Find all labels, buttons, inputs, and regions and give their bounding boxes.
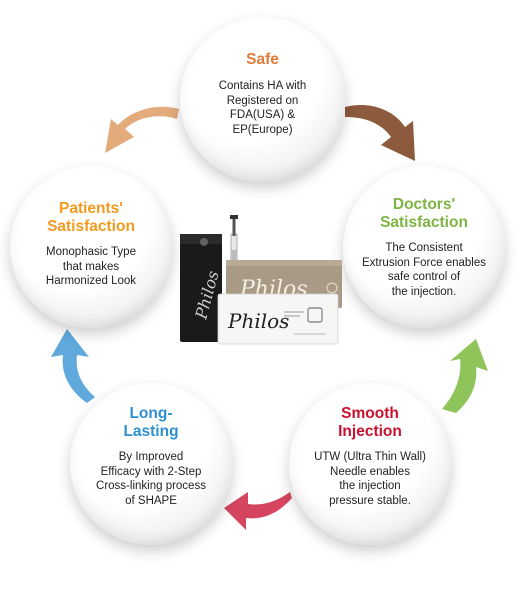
node-safe-desc-line: FDA(USA) &	[229, 109, 296, 121]
product-black-box-top	[180, 234, 222, 244]
node-smooth-title-line: Injection	[338, 423, 402, 440]
node-safe-desc-line: EP(Europe)	[232, 123, 293, 136]
node-patients-desc: Monophasic Type that makes Harmonized Lo…	[10, 245, 172, 289]
node-long-desc: By Improved Efficacy with 2-Step Cross-l…	[70, 450, 232, 508]
node-long-desc-line: Cross-linking process	[96, 480, 206, 492]
product-tan-box-shade	[226, 260, 342, 266]
node-doctors-desc: The Consistent Extrusion Force enables s…	[343, 241, 505, 299]
node-safe-title-line: Safe	[246, 51, 279, 68]
node-patients-title-line: Patients'	[59, 200, 123, 217]
node-smooth-title-line: Smooth	[341, 405, 399, 422]
node-smooth-desc-line: the injection	[339, 480, 401, 492]
node-smooth-desc-line: Needle enables	[330, 465, 410, 478]
node-smooth-desc-line: pressure stable.	[329, 494, 411, 507]
node-patients-desc-line: that makes	[62, 260, 120, 273]
arrow-safe-to-doctors-shape	[345, 105, 415, 161]
product-white-box	[217, 293, 339, 345]
arrow-smooth-to-long-shape	[224, 492, 292, 530]
arrow-patients-to-safe-shape	[105, 106, 179, 153]
syringe-plunger-rod	[232, 218, 236, 236]
node-long-desc-line: Efficacy with 2-Step	[100, 465, 202, 478]
node-doctors-title-line: Doctors'	[392, 196, 456, 213]
node-doctors-desc-line: the injection.	[391, 285, 457, 298]
arrow-long-to-patients-shape	[51, 329, 95, 403]
node-long-desc-line: By Improved	[118, 451, 184, 463]
node-doctors-title: Doctors' Satisfaction	[343, 196, 505, 232]
node-doctors-desc-line: safe control of	[387, 271, 461, 283]
node-doctors-satisfaction: Doctors' Satisfaction The Consistent Ext…	[343, 166, 505, 328]
node-patients-desc-line: Monophasic Type	[46, 246, 136, 258]
node-patients-desc-line: Harmonized Look	[45, 275, 137, 287]
node-safe-desc: Contains HA with Registered on FDA(USA) …	[180, 79, 345, 137]
node-patients-title: Patients' Satisfaction	[10, 200, 172, 236]
node-long-title-line: Long-	[129, 405, 173, 422]
node-long-desc-line: of SHAPE	[125, 494, 177, 507]
node-doctors-desc-line: The Consistent	[385, 242, 463, 254]
node-safe-title: Safe	[180, 51, 345, 69]
syringe-cap	[230, 215, 238, 219]
node-safe-desc-line: Contains HA with	[218, 80, 307, 92]
node-doctors-desc-line: Extrusion Force enables	[361, 256, 486, 269]
node-patients-satisfaction: Patients' Satisfaction Monophasic Type t…	[10, 166, 172, 328]
node-smooth-desc: UTW (Ultra Thin Wall) Needle enables the…	[289, 450, 451, 508]
node-smooth-desc-line: UTW (Ultra Thin Wall)	[314, 451, 426, 463]
syringe-label	[231, 250, 237, 264]
node-smooth-injection: Smooth Injection UTW (Ultra Thin Wall) N…	[289, 383, 451, 545]
arrow-doctors-to-smooth	[442, 339, 488, 413]
product-tan-box-logo	[326, 282, 338, 294]
arrow-safe-to-doctors	[345, 105, 415, 161]
node-safe: Safe Contains HA with Registered on FDA(…	[180, 17, 345, 182]
arrow-long-to-patients	[51, 329, 95, 403]
node-long-title: Long- Lasting	[70, 405, 232, 441]
node-patients-title-line: Satisfaction	[47, 218, 135, 235]
product-black-box	[180, 234, 222, 342]
node-long-title-line: Lasting	[123, 423, 179, 440]
node-long-lasting: Long- Lasting By Improved Efficacy with …	[70, 383, 232, 545]
node-smooth-title: Smooth Injection	[289, 405, 451, 441]
product-black-box-logo	[200, 238, 208, 246]
node-doctors-title-line: Satisfaction	[380, 214, 468, 231]
product-white-box-badge	[307, 307, 323, 323]
arrow-patients-to-safe	[105, 106, 179, 153]
node-safe-desc-line: Registered on	[226, 94, 299, 107]
arrow-smooth-to-long	[224, 492, 292, 530]
arrow-doctors-to-smooth-shape	[442, 339, 488, 413]
product-image: Philos Philos Philos	[180, 215, 342, 345]
product-white-box-brand: Philos	[227, 309, 289, 333]
